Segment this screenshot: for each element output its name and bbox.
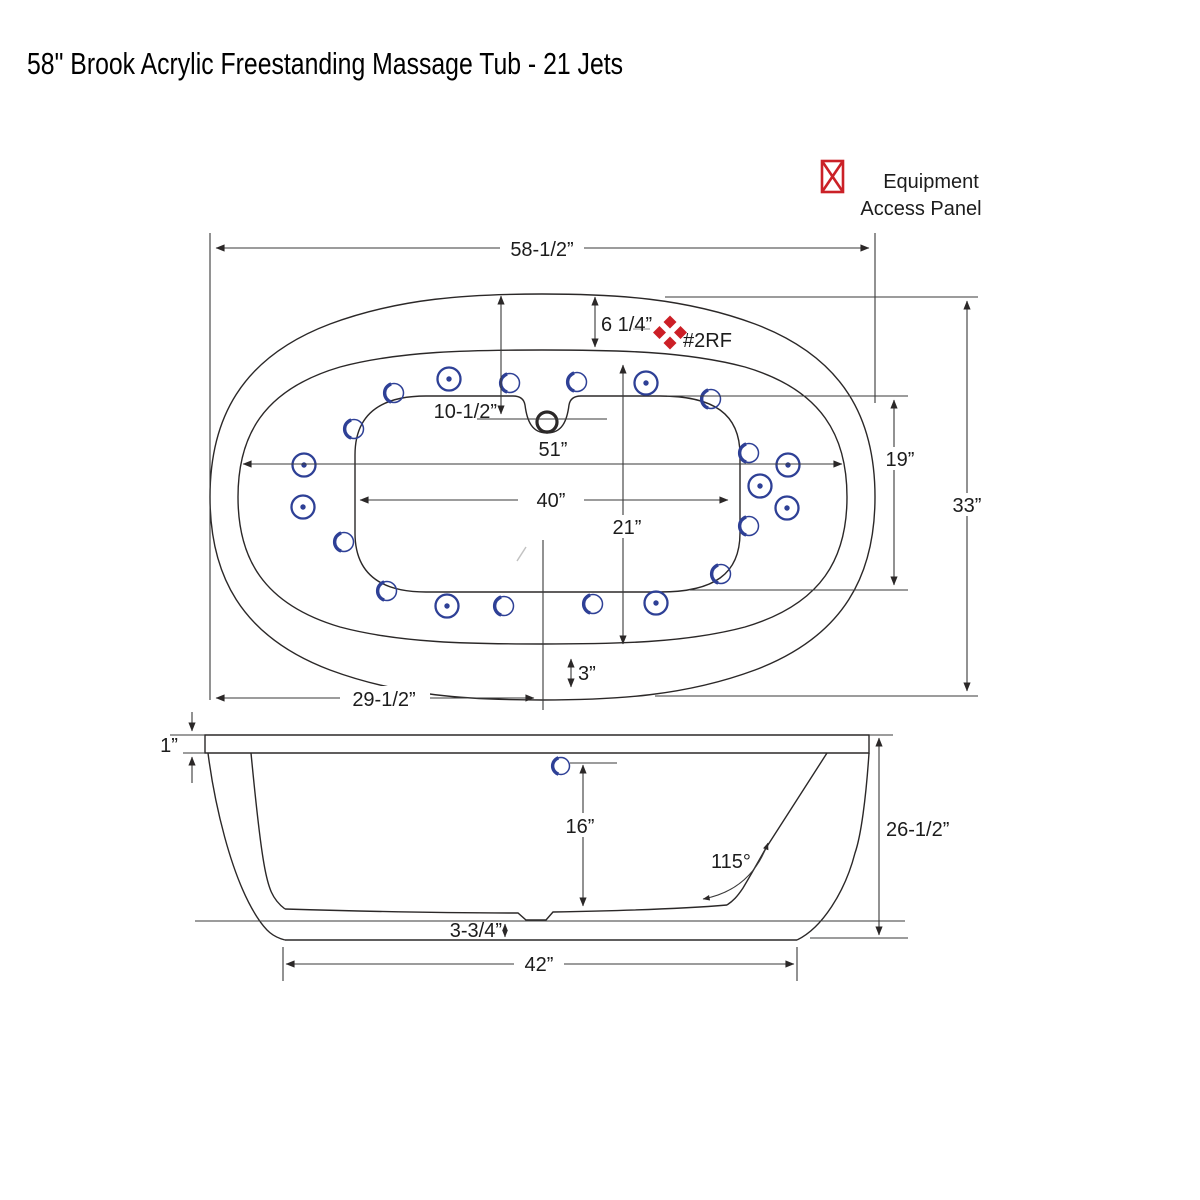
flow-jet bbox=[332, 531, 355, 553]
page-title: 58" Brook Acrylic Freestanding Massage T… bbox=[27, 46, 624, 81]
top-view-labels: 58-1/2” 6 1/4” 10-1/2” 51” 40” 21” 19” 3… bbox=[340, 236, 992, 711]
directional-jet bbox=[774, 495, 800, 521]
label-overall-length: 58-1/2” bbox=[510, 239, 573, 261]
side-view bbox=[195, 734, 905, 941]
faint-slash bbox=[516, 546, 527, 562]
directional-jet bbox=[643, 590, 669, 616]
dim-115-arc bbox=[702, 842, 769, 901]
label-basin-length: 40” bbox=[537, 490, 566, 512]
label-rim-thickness: 1” bbox=[160, 735, 178, 757]
flow-jet bbox=[342, 418, 365, 440]
side-view-labels: 1” 16” 115° 26-1/2” 3-3/4” 42” bbox=[160, 735, 949, 976]
label-back-to-drain: 10-1/2” bbox=[434, 401, 497, 423]
label-base-length: 42” bbox=[525, 954, 554, 976]
flow-jet bbox=[565, 371, 588, 393]
label-interior-width: 21” bbox=[613, 517, 642, 539]
directional-jet bbox=[291, 452, 317, 478]
directional-jet bbox=[775, 452, 801, 478]
legend-line2: Access Panel bbox=[860, 198, 981, 220]
brand-logo: #2RF bbox=[653, 315, 732, 352]
label-basin-width: 19” bbox=[886, 449, 915, 471]
flow-jet bbox=[492, 595, 515, 617]
directional-jet bbox=[290, 494, 316, 520]
overflow-drain bbox=[535, 410, 559, 434]
side-view-jets bbox=[550, 756, 571, 776]
side-floor bbox=[284, 904, 728, 921]
directional-jet bbox=[633, 370, 659, 396]
flow-jet bbox=[375, 580, 398, 602]
directional-jet bbox=[434, 593, 460, 619]
side-inner-wall-left bbox=[250, 752, 286, 910]
label-rim-width-bottom: 3” bbox=[578, 663, 596, 685]
flow-jet bbox=[498, 372, 521, 394]
side-outer-wall-left bbox=[207, 752, 286, 941]
label-jet-height: 16” bbox=[566, 816, 595, 838]
label-interior-length: 51” bbox=[539, 439, 568, 461]
flow-jet bbox=[550, 756, 571, 776]
label-overall-height: 26-1/2” bbox=[886, 819, 949, 841]
side-rim bbox=[204, 734, 870, 754]
legend-line1: Equipment bbox=[883, 171, 979, 193]
flow-jet bbox=[737, 515, 760, 537]
label-backrest-angle: 115° bbox=[711, 851, 751, 873]
flow-jet bbox=[737, 442, 760, 464]
equipment-access-panel-legend: Equipment Access Panel bbox=[820, 159, 982, 220]
tub-inner-rim bbox=[237, 349, 848, 645]
flow-jet bbox=[699, 388, 722, 410]
label-half-length: 29-1/2” bbox=[352, 689, 415, 711]
label-base-height: 3-3/4” bbox=[450, 920, 502, 942]
directional-jet bbox=[436, 366, 462, 392]
flow-jet bbox=[581, 593, 604, 615]
logo-diamonds-icon bbox=[653, 315, 687, 350]
flow-jet bbox=[709, 563, 732, 585]
label-rim-width-top: 6 1/4” bbox=[601, 314, 652, 336]
directional-jet bbox=[747, 473, 773, 499]
side-outer-wall-right bbox=[796, 752, 870, 941]
label-overall-width: 33” bbox=[953, 495, 982, 517]
top-view-dimensions bbox=[209, 233, 978, 710]
tub-basin bbox=[354, 395, 741, 593]
crossed-box-icon bbox=[820, 159, 845, 194]
flow-jet bbox=[382, 382, 405, 404]
logo-text: #2RF bbox=[683, 330, 732, 352]
